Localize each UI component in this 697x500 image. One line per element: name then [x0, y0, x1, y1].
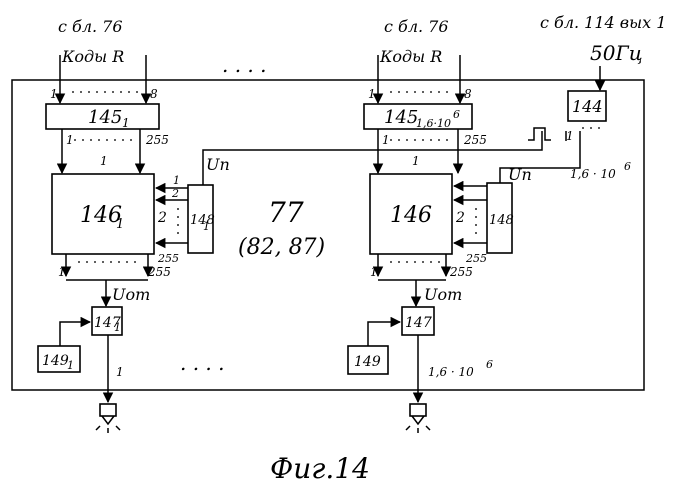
right-uot-label: Uот [424, 285, 462, 304]
left-side-n255: 255 [157, 252, 179, 265]
comparator-147-n-label: 147 [405, 315, 432, 331]
left-uot-label: Uот [112, 285, 150, 304]
right-in-last: 8 [464, 87, 472, 101]
register-145-n-label: 145 [384, 107, 418, 128]
source-149-1-label: 149 [42, 353, 69, 369]
counter-out-last: 1,6 · 10 [570, 167, 616, 181]
counter-out-exp: 6 [624, 160, 631, 173]
right-block-in: 1 [412, 154, 420, 168]
register-145-n-exp: 6 [453, 108, 460, 121]
right-indicator-icon [406, 404, 430, 433]
right-out-first: 1 [382, 133, 390, 147]
right-side-left-2: 2 [455, 210, 465, 226]
right-in-first: 1 [368, 87, 376, 101]
left-side-n2: 2 [171, 187, 179, 200]
block-148-n-label: 148 [489, 213, 514, 228]
right-bot-first: 1 [370, 265, 378, 279]
source-149-n-label: 149 [354, 354, 381, 370]
left-bot-first: 1 [58, 265, 66, 279]
frame-label-77: 77 [268, 196, 304, 229]
left-side-n1: 1 [173, 174, 180, 187]
mid-codes-label: Коды R [379, 47, 442, 66]
right-bot-last: 255 [449, 265, 473, 279]
right-output-exp: 6 [486, 358, 493, 371]
right-freq-label: 50Гц [590, 41, 643, 65]
block-146-n-label: 146 [390, 203, 432, 228]
right-output-label: 1,6 · 10 [428, 365, 474, 379]
bottom-ellipsis: . . . . [180, 351, 225, 375]
block-146-1-sub: 1 [116, 217, 124, 232]
left-indicator-icon [96, 404, 120, 433]
pulse-icon [528, 128, 551, 140]
figure-caption: Фиг.14 [270, 452, 370, 485]
register-145-n-sub: 1,6·10 [416, 117, 451, 130]
right-side-n255: 255 [465, 252, 487, 265]
comparator-147-1-sub: 1 [114, 321, 121, 334]
counter-144-label: 144 [572, 97, 603, 116]
right-source-link [368, 322, 400, 346]
mid-source-label: с бл. 76 [384, 17, 449, 36]
left-source-label: с бл. 76 [58, 17, 123, 36]
right-up-label: Uп [508, 165, 532, 184]
right-out-last: 255 [463, 133, 487, 147]
left-output-label: 1 [116, 365, 124, 379]
counter-out-first: 1 [566, 129, 574, 143]
block-148-1-sub: 1 [203, 220, 210, 233]
left-side-left-2: 2 [157, 210, 167, 226]
left-block-in: 1 [100, 154, 108, 168]
left-out-last: 255 [145, 133, 169, 147]
left-up-label: Uп [206, 155, 230, 174]
left-in-first: 1 [50, 87, 58, 101]
frame-label-alt: (82, 87) [238, 235, 325, 260]
left-codes-label: Коды R [61, 47, 124, 66]
register-145-1-sub: 1 [122, 116, 130, 130]
left-out-first: 1 [66, 133, 74, 147]
register-145-1-label: 145 [88, 107, 122, 128]
left-bot-last: 255 [147, 265, 171, 279]
left-source-link [60, 322, 90, 346]
left-in-last: 8 [150, 87, 158, 101]
top-ellipsis: . . . . [222, 53, 267, 77]
source-149-1-sub: 1 [67, 359, 74, 372]
right-source-label: с бл. 114 вых 1 [540, 13, 666, 32]
